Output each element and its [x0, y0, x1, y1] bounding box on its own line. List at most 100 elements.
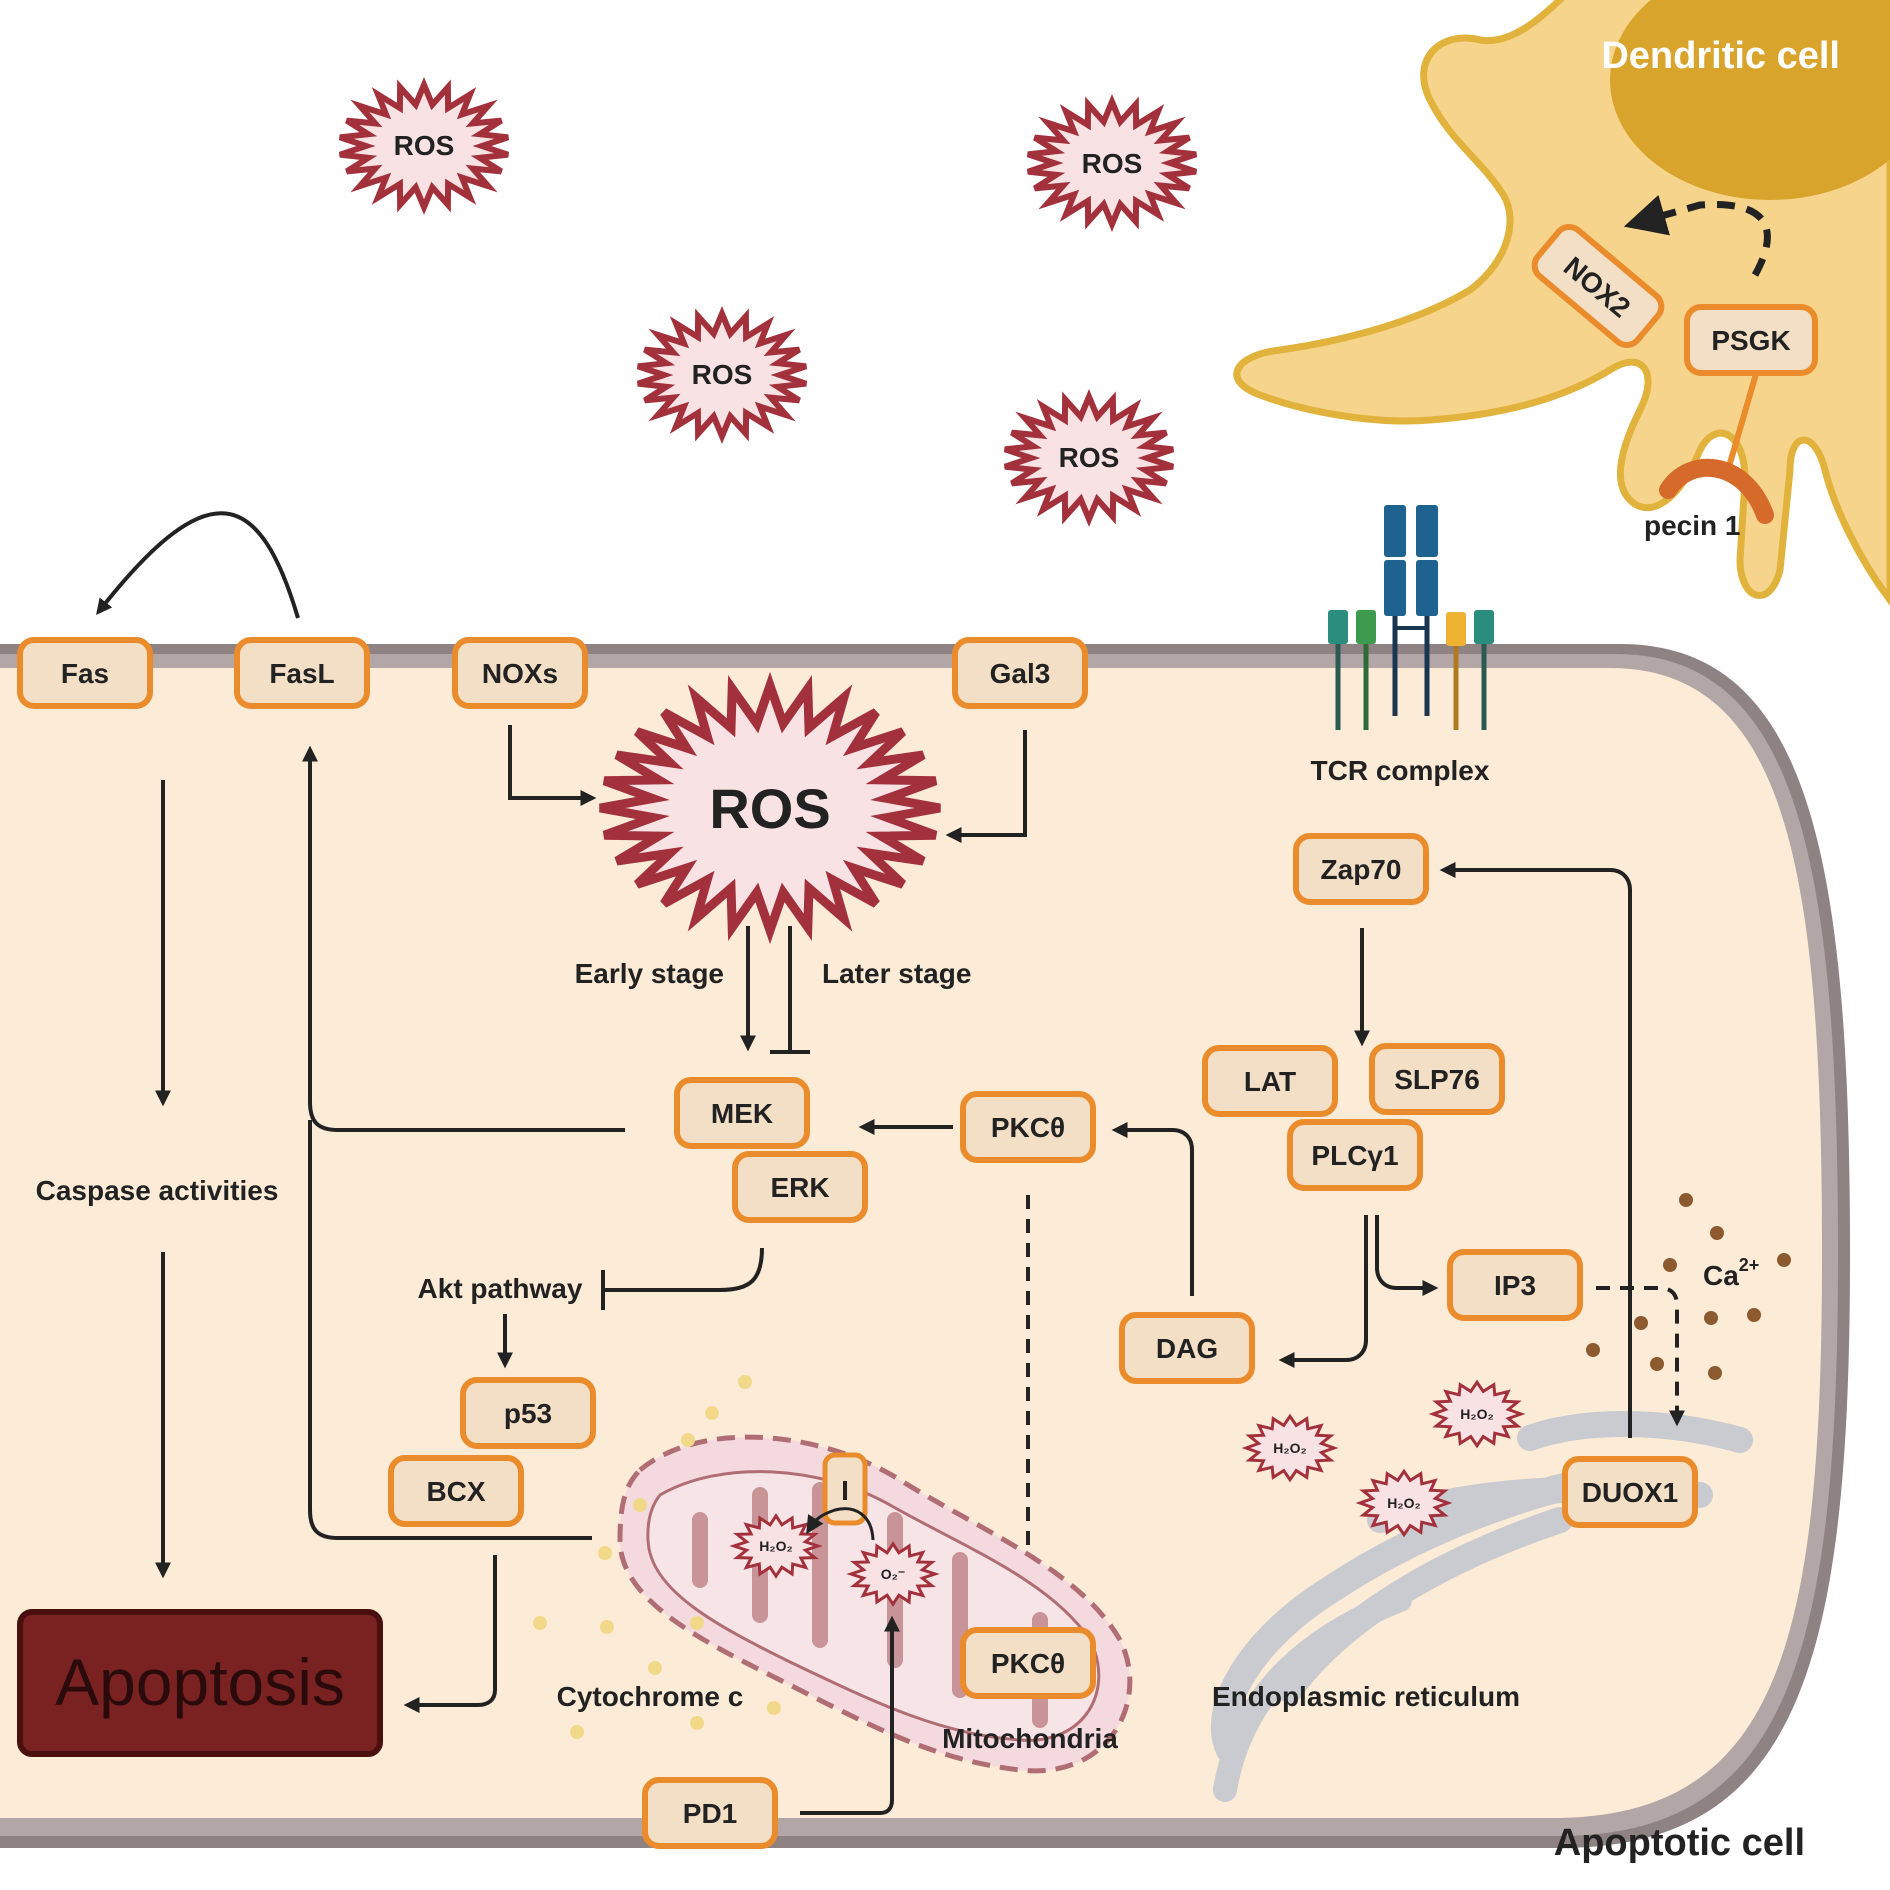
mitochondria-label: Mitochondria [942, 1723, 1118, 1754]
dag-pkc-arrow [1111, 1122, 1194, 1296]
pecin-label: pecin 1 [1644, 510, 1740, 541]
caspase-label: Caspase activities [36, 1175, 279, 1206]
dag-box [1119, 1312, 1255, 1384]
dag-label: DAG [1156, 1333, 1218, 1364]
fasl-label: FasL [269, 658, 334, 689]
ros-central-label: ROS [709, 777, 830, 840]
ros-star-shape [1026, 94, 1198, 232]
pkc-theta-label: PKCθ [991, 1112, 1065, 1143]
fas-box [17, 637, 153, 709]
zap70-box [1293, 833, 1429, 905]
h2o2-er-2: H₂O₂ [1241, 1413, 1339, 1483]
ros-label: ROS [394, 130, 455, 161]
erk-label: ERK [770, 1172, 829, 1203]
noxs-label: NOXs [482, 658, 558, 689]
tcr-complex-label: TCR complex [1311, 755, 1490, 786]
plcg1-box [1287, 1119, 1423, 1191]
ip3-label: IP3 [1494, 1270, 1536, 1301]
pd1-box [642, 1777, 778, 1849]
bcx-box [388, 1455, 524, 1527]
psgk-stalk [1725, 373, 1759, 471]
apoptotic-cell-label: Apoptotic cell [1554, 1822, 1805, 1864]
akt-label: Akt pathway [418, 1273, 583, 1304]
pkc-theta-mito-label: PKCθ [991, 1648, 1065, 1679]
mek-label: MEK [711, 1098, 773, 1129]
h2o2-er-3: H₂O₂ [1355, 1468, 1453, 1538]
mek-box [674, 1077, 810, 1149]
gal3-box [952, 637, 1088, 709]
ros-label: ROS [692, 359, 753, 390]
duox1-box [1562, 1456, 1698, 1528]
early-stage-label: Early stage [575, 958, 724, 989]
pkc-theta-box [960, 1091, 1096, 1163]
fas-label: Fas [61, 658, 109, 689]
pd1-label: PD1 [683, 1798, 737, 1829]
lat-box [1202, 1045, 1338, 1117]
ros-star-shape [636, 306, 808, 444]
psgk-nox2-arrow [1623, 194, 1771, 277]
complex-i-label: I [841, 1475, 849, 1506]
ros-central: ROS [599, 671, 941, 945]
ip3-box [1447, 1249, 1583, 1321]
mito-fasl-line [308, 1120, 592, 1540]
dendritic-cell-label: Dendritic cell [1601, 35, 1840, 77]
bcx-label: BCX [426, 1476, 485, 1507]
erk-box [732, 1151, 868, 1223]
p53-label: p53 [504, 1398, 552, 1429]
complex-i-box [822, 1452, 868, 1526]
fasl-box [234, 637, 370, 709]
noxs-box [452, 637, 588, 709]
h2o2-label: H₂O₂ [759, 1538, 792, 1554]
o2-mito: O₂⁻ [846, 1541, 940, 1607]
gal3-ros-arrow [945, 730, 1027, 843]
slp76-label: SLP76 [1394, 1064, 1480, 1095]
calcium-dots [1586, 1193, 1791, 1380]
noxs-ros-arrow [508, 725, 597, 806]
ros-star-shape [338, 77, 510, 215]
er-label: Endoplasmic reticulum [1212, 1681, 1520, 1712]
apoptosis-label: Apoptosis [55, 1645, 345, 1719]
psgk-box [1684, 304, 1818, 376]
ros-star-shape [599, 671, 941, 945]
ros-star-shape [729, 1513, 823, 1579]
ros-extracellular-2: ROS [1026, 94, 1198, 232]
h2o2-label: H₂O₂ [1273, 1440, 1306, 1456]
later-stage-label: Later stage [822, 958, 971, 989]
zap70-label: Zap70 [1321, 854, 1402, 885]
cytoplasm [0, 668, 1822, 1818]
dendritic-nucleus [1610, 0, 1890, 200]
calcium-label: Ca2+ [1703, 1255, 1759, 1291]
ros-star-shape [1241, 1413, 1339, 1483]
ros-extracellular-1: ROS [338, 77, 510, 215]
erk-akt-inhibit [605, 1247, 764, 1292]
h2o2-label: H₂O₂ [1387, 1495, 1420, 1511]
h2o2-mito: H₂O₂ [729, 1513, 823, 1579]
pecin-arc [1659, 458, 1774, 524]
fasl-fas-arrow [96, 511, 300, 619]
gal3-label: Gal3 [990, 658, 1051, 689]
duox1-label: DUOX1 [1582, 1477, 1678, 1508]
o2-h2o2-arrow [806, 1507, 875, 1541]
ros-star-shape [1003, 389, 1175, 527]
tcr-complex [1328, 505, 1494, 730]
plcg1-ip3-arrow [1375, 1215, 1439, 1296]
ros-label: ROS [1082, 148, 1143, 179]
ros-extracellular-3: ROS [636, 306, 808, 444]
duox1-zap70-arrow [1439, 862, 1632, 1438]
plcg1-dag-arrow [1278, 1215, 1368, 1368]
lat-label: LAT [1244, 1066, 1296, 1097]
cytochrome-dots [533, 1375, 781, 1739]
pd1-mito-arrow [800, 1615, 900, 1815]
slp76-box [1369, 1043, 1505, 1115]
pkc-theta-mito-box [960, 1627, 1096, 1699]
ros-label: ROS [1059, 442, 1120, 473]
calcium-sup: 2+ [1739, 1255, 1760, 1275]
h2o2-er-1: H₂O₂ [1428, 1379, 1526, 1449]
mek-fasl-arrow [302, 745, 625, 1132]
cytochrome-label: Cytochrome c [557, 1681, 744, 1712]
ip3-duox1-arrow [1596, 1286, 1685, 1427]
ros-star-shape [846, 1541, 940, 1607]
mito-apoptosis-arrow [403, 1555, 497, 1713]
psgk-label: PSGK [1711, 325, 1790, 356]
